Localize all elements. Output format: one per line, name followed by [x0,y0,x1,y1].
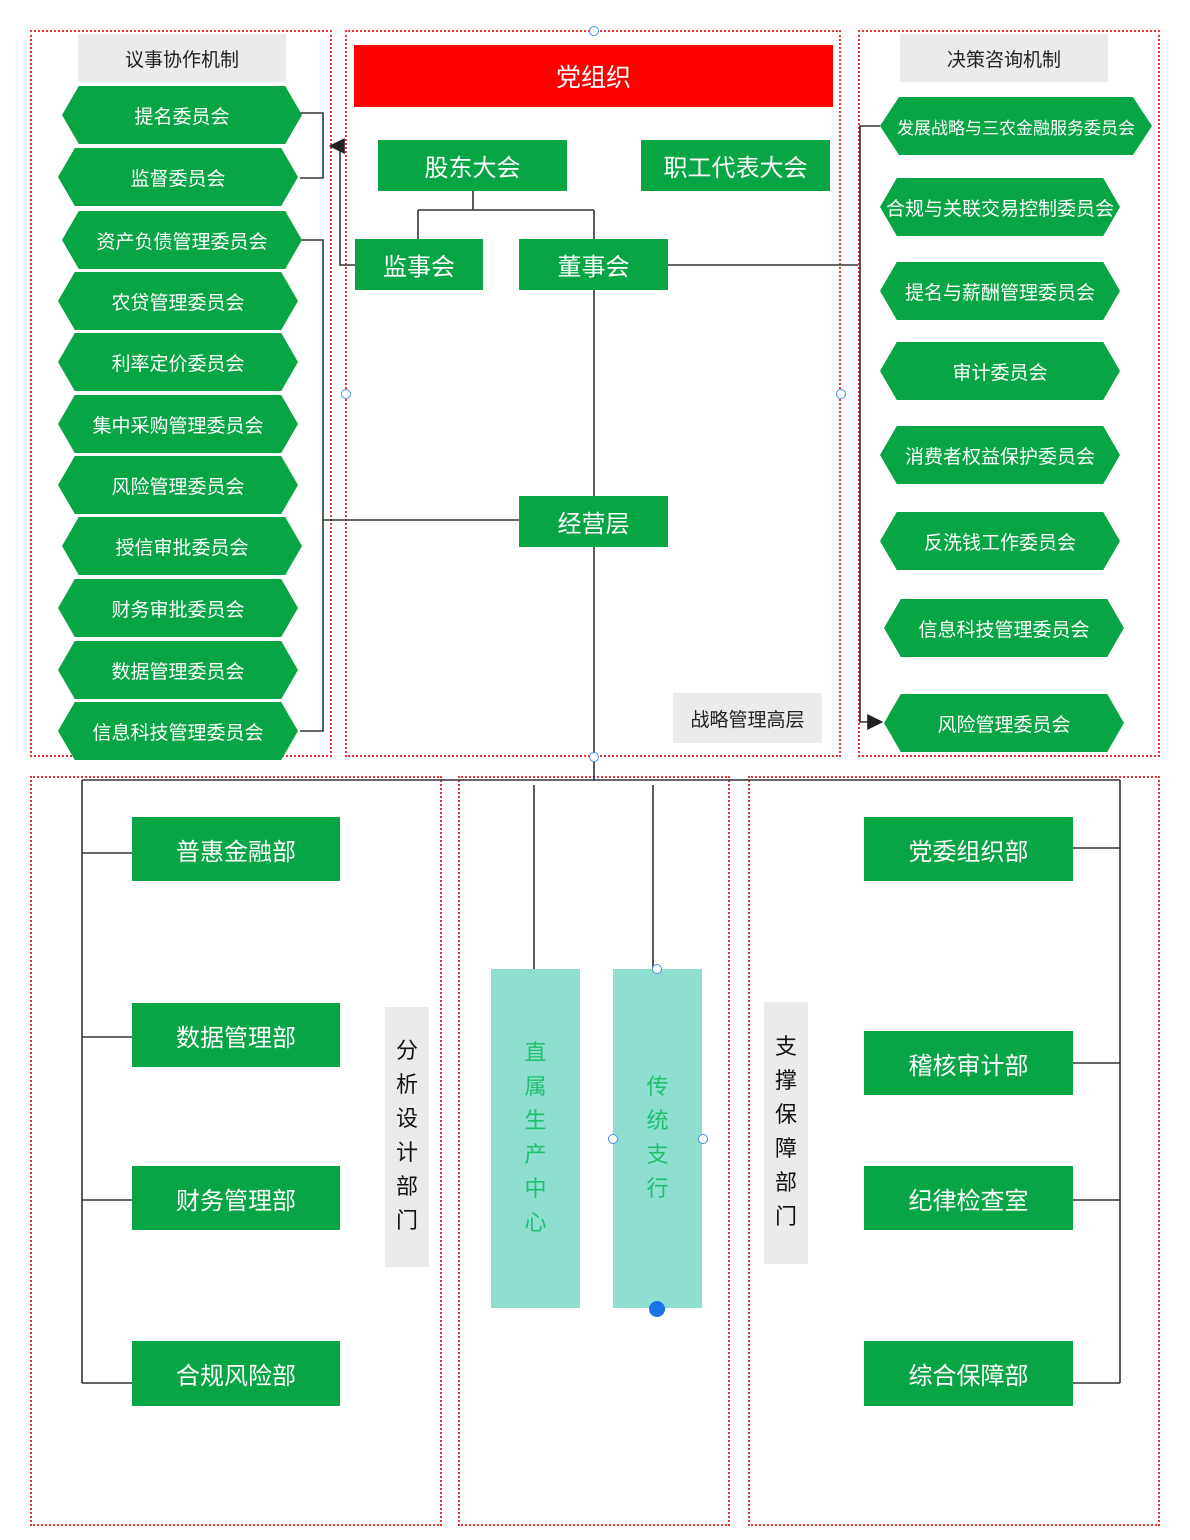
selection-handle[interactable] [341,389,351,399]
label-char: 传 [646,1074,669,1100]
label-char: 分 [395,1039,418,1064]
selection-handle[interactable] [698,1134,708,1144]
selection-handle[interactable] [608,1134,618,1144]
party-organization-box: 党组织 [354,45,833,107]
label-char: 心 [524,1210,547,1236]
label-char: 设 [395,1107,418,1132]
left-committee-hex: 授信审批委员会 [62,517,302,575]
bottom-left-region-border [30,776,442,1526]
label-char: 撑 [774,1069,797,1094]
dept-compliance-risk: 合规风险部 [132,1341,340,1406]
label-char: 统 [646,1108,669,1134]
left-committee-hex: 提名委员会 [62,86,302,144]
right-committee-hex: 合规与关联交易控制委员会 [880,178,1120,236]
label-char: 中 [524,1176,547,1202]
label-char: 行 [646,1176,669,1202]
label-char: 支 [774,1035,797,1060]
left-committee-hex: 资产负债管理委员会 [62,211,302,269]
management-box: 经营层 [519,496,668,547]
label-char: 保 [774,1103,797,1128]
label-char: 障 [774,1137,797,1162]
supervisory-board-box: 监事会 [355,239,483,290]
support-department-label: 支 撑 保 障 部 门 [764,1002,808,1264]
label-char: 门 [774,1205,797,1230]
dept-inclusive-finance: 普惠金融部 [132,817,340,881]
dept-finance-management: 财务管理部 [132,1166,340,1230]
shareholders-meeting-box: 股东大会 [378,140,567,191]
label-char: 产 [524,1142,547,1168]
traditional-branch-box: 传 统 支 行 [613,969,702,1308]
workers-congress-box: 职工代表大会 [641,140,830,191]
label-char: 属 [524,1074,547,1100]
label-char: 支 [646,1142,669,1168]
right-committee-hex: 发展战略与三农金融服务委员会 [880,97,1152,155]
right-committee-hex: 信息科技管理委员会 [884,599,1124,657]
selection-handle[interactable] [836,389,846,399]
board-of-directors-box: 董事会 [519,239,668,290]
label-char: 部 [395,1175,418,1200]
left-committee-hex: 监督委员会 [58,148,298,206]
label-char: 计 [395,1141,418,1166]
direct-production-center-box: 直 属 生 产 中 心 [491,969,580,1308]
left-committee-hex: 集中采购管理委员会 [58,395,298,453]
dept-general-support: 综合保障部 [864,1341,1073,1406]
left-committee-hex: 农贷管理委员会 [58,272,298,330]
label-char: 生 [524,1108,547,1134]
left-panel-title: 议事协作机制 [78,34,286,82]
selection-handle[interactable] [589,26,599,36]
selection-handle[interactable] [652,964,662,974]
left-committee-hex: 信息科技管理委员会 [58,702,298,760]
right-committee-hex: 风险管理委员会 [884,694,1124,752]
label-char: 部 [774,1171,797,1196]
analysis-design-label: 分 析 设 计 部 门 [385,1007,429,1267]
label-char: 析 [395,1073,418,1098]
dept-data-management: 数据管理部 [132,1003,340,1067]
right-committee-hex: 消费者权益保护委员会 [880,426,1120,484]
right-panel-title: 决策咨询机制 [900,34,1108,82]
label-char: 门 [395,1209,418,1234]
label-char: 直 [524,1040,547,1066]
right-committee-hex: 审计委员会 [880,342,1120,400]
left-committee-hex: 数据管理委员会 [58,641,298,699]
dept-audit: 稽核审计部 [864,1031,1073,1095]
selection-handle[interactable] [589,752,599,762]
left-committee-hex: 风险管理委员会 [58,456,298,514]
left-committee-hex: 财务审批委员会 [58,579,298,637]
left-committee-hex: 利率定价委员会 [58,333,298,391]
dept-discipline-inspection: 纪律检查室 [864,1166,1073,1230]
right-committee-hex: 反洗钱工作委员会 [880,512,1120,570]
connection-point-dot[interactable] [649,1301,665,1317]
bottom-right-region-border [748,776,1160,1526]
right-region-border [858,30,1160,757]
right-committee-hex: 提名与薪酬管理委员会 [880,262,1120,320]
dept-party-organization: 党委组织部 [864,817,1073,881]
strategic-management-label: 战略管理高层 [673,693,822,743]
